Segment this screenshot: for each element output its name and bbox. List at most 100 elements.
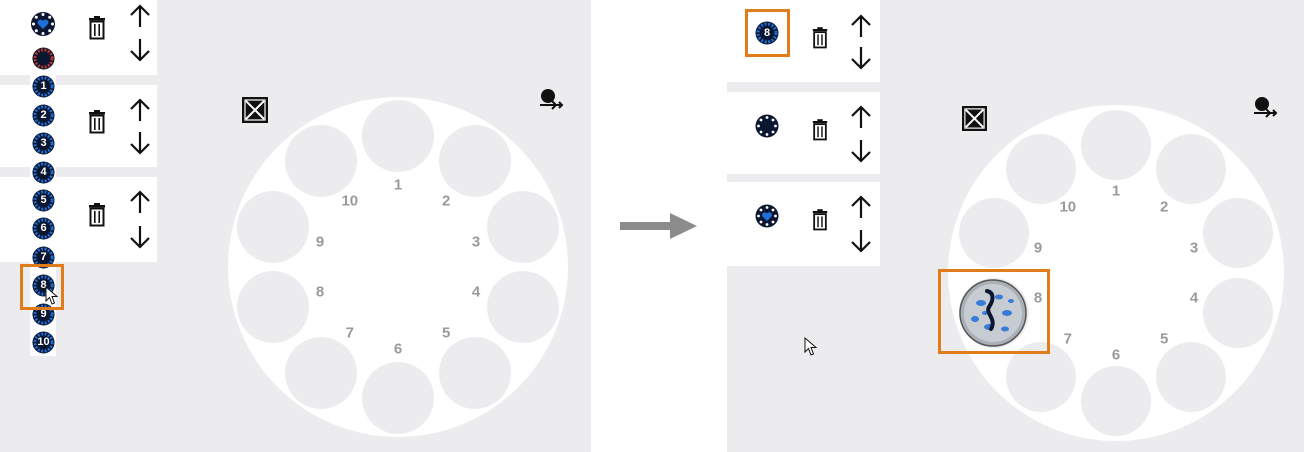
sample-blank-icon[interactable]	[755, 114, 779, 138]
filled-slot-highlight	[938, 269, 1050, 354]
trash-icon[interactable]	[811, 27, 829, 49]
wheel-position-label-10: 10	[1059, 198, 1077, 216]
wheel-position-label-2: 2	[1160, 198, 1169, 216]
sample-number-label: 6	[40, 222, 47, 235]
sample-number-label: 8	[763, 27, 771, 39]
wheel-slot-9[interactable]	[237, 190, 310, 263]
wheel-position-label-2: 2	[442, 192, 451, 210]
wheel-slot-2[interactable]	[438, 125, 511, 198]
wheel-slot-4[interactable]	[486, 271, 559, 344]
wheel-position-label-3: 3	[1189, 239, 1199, 257]
sample-number-label: 9	[40, 307, 47, 320]
arrow-down-icon[interactable]	[128, 224, 152, 250]
sample-number-label: 7	[40, 250, 47, 263]
wheel-position-label-7: 7	[1063, 330, 1072, 348]
wheel-position-label-9: 9	[315, 233, 325, 251]
wheel-slot-9[interactable]	[959, 198, 1030, 269]
dropdown-option-6[interactable]: 6	[32, 217, 55, 240]
dropdown-option-none[interactable]	[32, 47, 55, 70]
sample-heart-icon[interactable]	[30, 11, 56, 37]
sample-number-label: 8	[40, 279, 47, 292]
wheel-slot-10[interactable]	[1005, 134, 1076, 205]
sample-number-label	[32, 47, 55, 70]
trash-icon[interactable]	[87, 203, 107, 227]
mouse-cursor-icon	[804, 337, 818, 356]
arrow-down-icon[interactable]	[849, 45, 873, 71]
sample-row	[0, 0, 157, 75]
petri-dish-image	[959, 279, 1027, 347]
sample-row	[727, 92, 880, 174]
user-export-icon[interactable]	[538, 88, 564, 112]
wheel-position-label-8: 8	[1033, 289, 1043, 307]
wheel-position-label-6: 6	[393, 340, 403, 358]
wheel-slot-1[interactable]	[362, 100, 434, 172]
selected-option-highlight	[20, 264, 64, 310]
wheel-slot-5[interactable]	[438, 336, 511, 409]
sample-number-label: 4	[40, 165, 47, 178]
arrow-up-icon[interactable]	[128, 3, 152, 29]
dropdown-option-2[interactable]: 2	[32, 104, 55, 127]
wheel-position-label-6: 6	[1111, 346, 1121, 364]
arrow-up-icon[interactable]	[849, 104, 873, 130]
wheel-slot-6[interactable]	[1081, 366, 1151, 436]
sample-heart-icon[interactable]	[755, 204, 779, 228]
wheel-position-label-5: 5	[442, 324, 451, 342]
before-panel: 1 2 3 4 5 6 7 8 9 10	[0, 0, 591, 452]
right-arrow-icon	[620, 213, 697, 239]
wheel-position-label-1: 1	[1111, 182, 1121, 200]
sample-number-label: 3	[40, 137, 47, 150]
arrow-down-icon[interactable]	[849, 228, 873, 254]
arrow-down-icon[interactable]	[849, 138, 873, 164]
trash-icon[interactable]	[811, 119, 829, 141]
arrow-down-icon[interactable]	[128, 130, 152, 156]
wheel-slot-3[interactable]	[486, 190, 559, 263]
wheel-slot-8[interactable]	[237, 271, 310, 344]
wheel-slot-1[interactable]	[1081, 110, 1151, 180]
wheel-slot-7[interactable]	[285, 336, 357, 409]
sample-row	[0, 177, 157, 262]
wheel-slot-4[interactable]	[1202, 277, 1273, 348]
trash-icon[interactable]	[811, 209, 829, 231]
wheel-slot-2[interactable]	[1156, 134, 1227, 205]
clear-slots-icon[interactable]	[242, 97, 268, 123]
dropdown-option-4[interactable]: 4	[32, 161, 55, 184]
dropdown-option-10[interactable]: 10	[32, 331, 55, 354]
sample-number-label: 5	[40, 194, 47, 206]
sample-number-label: 2	[40, 108, 47, 121]
sample-numbered-icon[interactable]: 8	[755, 21, 779, 45]
after-panel: 8	[727, 0, 1304, 452]
wheel-position-label-4: 4	[1189, 289, 1199, 307]
sample-row	[727, 182, 880, 266]
trash-icon[interactable]	[87, 110, 107, 134]
dropdown-option-3[interactable]: 3	[32, 132, 55, 155]
selected-sample-highlight	[745, 9, 790, 57]
dropdown-option-1[interactable]: 1	[32, 75, 55, 98]
sample-number-label: 1	[40, 80, 47, 93]
wheel-slot-6[interactable]	[362, 362, 434, 434]
wheel-position-label-7: 7	[345, 324, 354, 342]
mouse-cursor-icon	[45, 286, 59, 305]
arrow-down-icon[interactable]	[128, 37, 152, 63]
user-export-icon[interactable]	[1252, 96, 1278, 120]
wheel-position-label-1: 1	[393, 176, 403, 194]
wheel-slot-3[interactable]	[1202, 198, 1273, 269]
arrow-up-icon[interactable]	[849, 194, 873, 220]
dropdown-option-5[interactable]: 5	[32, 189, 55, 212]
wheel-slot-5[interactable]	[1156, 341, 1227, 412]
wheel-position-label-5: 5	[1160, 330, 1169, 348]
wheel-position-label-4: 4	[471, 283, 481, 301]
arrow-up-icon[interactable]	[128, 189, 152, 215]
wheel-position-label-8: 8	[315, 283, 325, 301]
wheel-slot-10[interactable]	[285, 125, 357, 198]
sample-row	[727, 0, 880, 82]
wheel-position-label-3: 3	[471, 233, 481, 251]
clear-slots-icon[interactable]	[962, 106, 987, 131]
sample-row	[0, 85, 157, 167]
sample-number-label: 10	[37, 336, 50, 348]
arrow-up-icon[interactable]	[849, 13, 873, 39]
wheel-position-label-9: 9	[1033, 239, 1043, 257]
arrow-up-icon[interactable]	[128, 97, 152, 123]
trash-icon[interactable]	[87, 16, 107, 40]
dropdown-option-7[interactable]: 7	[32, 246, 55, 269]
wheel-position-label-10: 10	[341, 192, 359, 210]
